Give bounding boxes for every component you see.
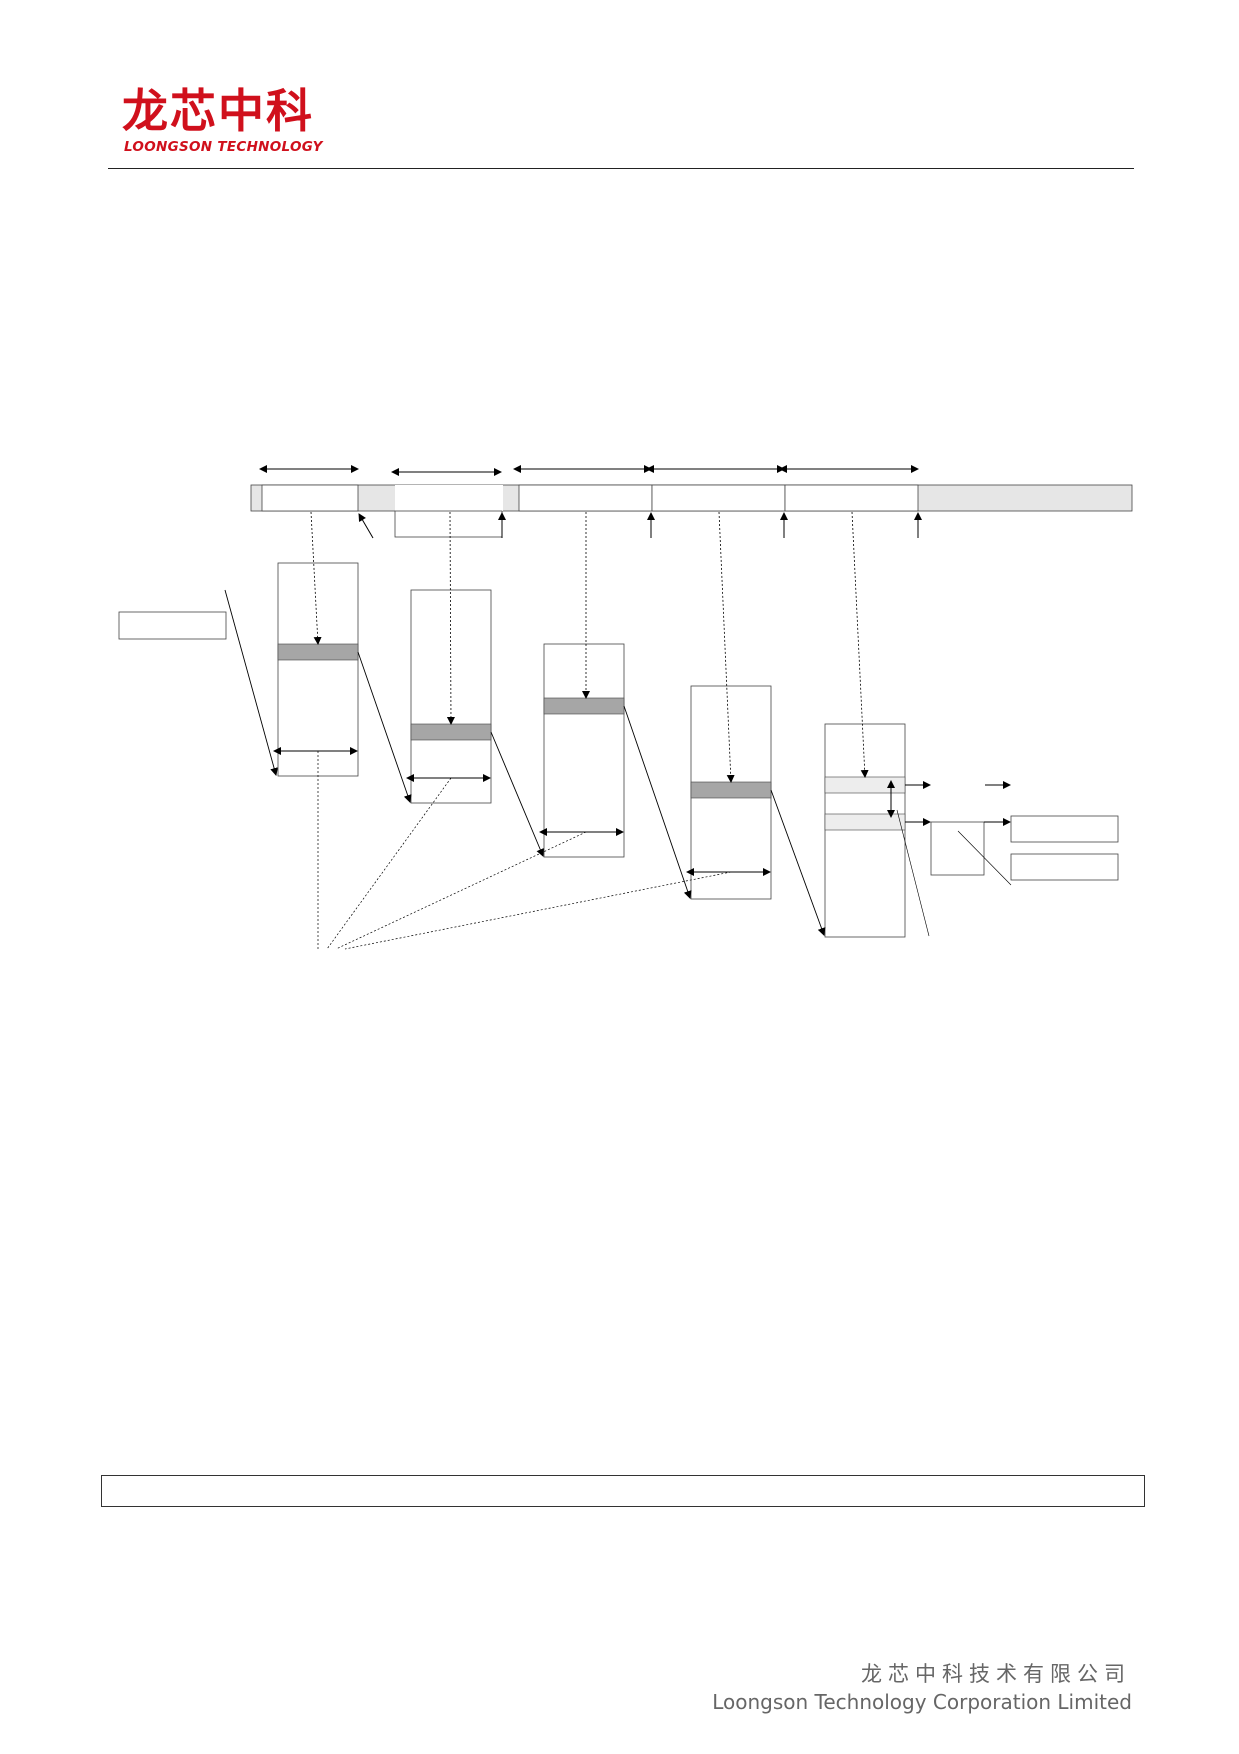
level-5-table	[824, 723, 906, 938]
level-3-table	[543, 643, 625, 858]
footer-company-name-cn: 龙芯中科技术有限公司	[861, 1662, 1131, 1686]
company-logo: 龙芯中科	[122, 84, 314, 138]
index-field-4	[651, 484, 786, 512]
output-label-box-2	[1010, 853, 1119, 881]
index-lookup-arrows	[310, 511, 869, 783]
base-address-label-box	[118, 611, 227, 640]
header-divider	[108, 168, 1134, 169]
base-register-box	[394, 510, 503, 538]
company-logo-english: LOONGSON TECHNOLOGY	[124, 139, 323, 155]
field-width-arrows	[259, 465, 919, 476]
virtual-address-bar	[250, 484, 1133, 538]
footer-company-name-en: Loongson Technology Corporation Limited	[712, 1690, 1132, 1714]
page-table-levels	[277, 562, 906, 938]
base-pointer-arrow	[224, 589, 278, 776]
output-section	[887, 780, 1119, 937]
index-field-5	[784, 484, 919, 512]
level-1-table	[277, 562, 359, 777]
output-label-box-1	[1010, 815, 1119, 843]
caption-box	[101, 1475, 1145, 1507]
converging-lines	[317, 751, 732, 950]
physical-page-box	[930, 821, 985, 876]
next-level-arrows	[357, 651, 826, 936]
bit-position-arrows	[358, 512, 922, 539]
index-field-2	[395, 485, 503, 511]
index-field-1	[261, 484, 359, 512]
index-field-3	[518, 484, 653, 512]
entry-width-arrows	[273, 747, 771, 876]
